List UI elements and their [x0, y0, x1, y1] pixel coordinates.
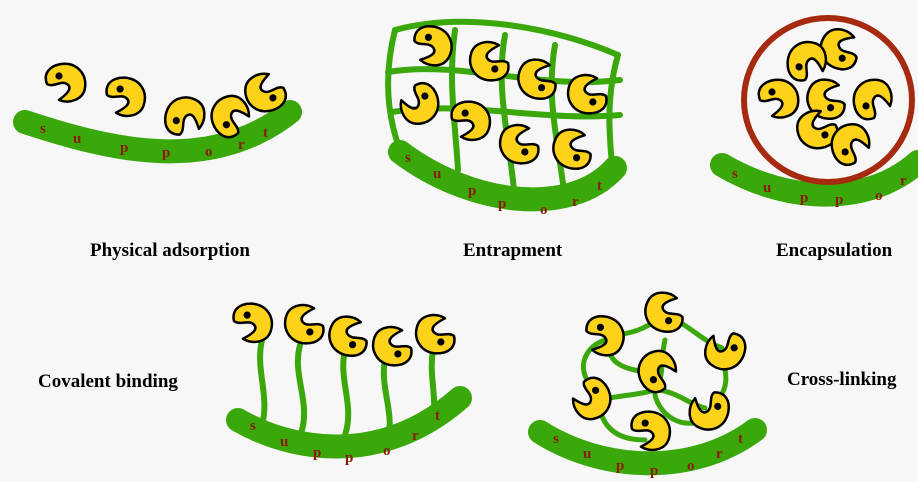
support-letter: s — [732, 166, 738, 182]
support-letter: t — [597, 178, 602, 194]
support-letter: o — [875, 188, 883, 204]
support-letter: u — [73, 131, 81, 147]
caption-cross-linking: Cross-linking — [787, 369, 897, 390]
support-letter: o — [205, 144, 213, 160]
support-letter: t — [738, 431, 743, 447]
support-letter: p — [800, 190, 808, 206]
support-letter: u — [583, 446, 591, 462]
support-letter: p — [468, 183, 476, 199]
support-letter: s — [40, 121, 46, 137]
caption-entrapment: Entrapment — [463, 240, 563, 261]
support-letter: p — [498, 196, 506, 212]
support-letter: p — [345, 450, 353, 466]
support-letter: t — [263, 125, 268, 141]
support-letter: r — [572, 194, 579, 210]
support-letter: p — [616, 458, 624, 474]
support-letter: p — [120, 140, 128, 156]
enzyme-eye — [55, 72, 62, 79]
support-letter: r — [900, 173, 907, 189]
support-letter: s — [553, 431, 559, 447]
support-letter: p — [650, 463, 658, 479]
support-letter: o — [687, 458, 695, 474]
support-letter: p — [162, 145, 170, 161]
support-letter: r — [716, 446, 723, 462]
support-letter: p — [835, 192, 843, 208]
caption-covalent-binding: Covalent binding — [38, 371, 178, 392]
support-letter: s — [250, 418, 256, 434]
support-letter: o — [383, 443, 391, 459]
support-letter: r — [238, 137, 245, 153]
support-letter: r — [412, 428, 419, 444]
support-letter: s — [405, 150, 411, 166]
caption-encapsulation: Encapsulation — [776, 240, 893, 261]
enzyme-eye — [862, 102, 869, 109]
support-letter: u — [280, 434, 288, 450]
support-letter: o — [540, 202, 548, 218]
support-letter: p — [313, 445, 321, 461]
support-letter: t — [435, 408, 440, 424]
support-letter: u — [433, 166, 441, 182]
enzyme-eye — [768, 88, 775, 95]
support-letter: u — [763, 180, 771, 196]
caption-physical-adsorption: Physical adsorption — [90, 240, 250, 261]
